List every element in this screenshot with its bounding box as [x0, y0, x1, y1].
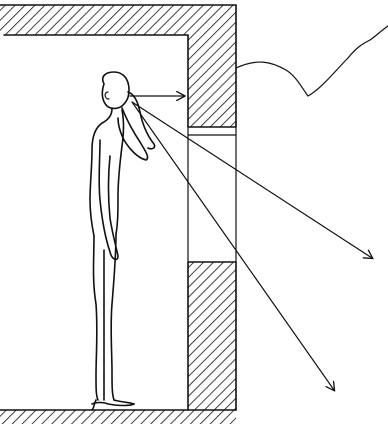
sightline-through-window: [132, 102, 372, 258]
hill-outline: [236, 26, 388, 96]
ceiling-hatch: [0, 5, 236, 35]
wall-lower-hatch: [188, 262, 236, 410]
person-figure: [90, 72, 155, 410]
window-opening: [188, 127, 236, 262]
floor-hatch: [0, 410, 236, 424]
